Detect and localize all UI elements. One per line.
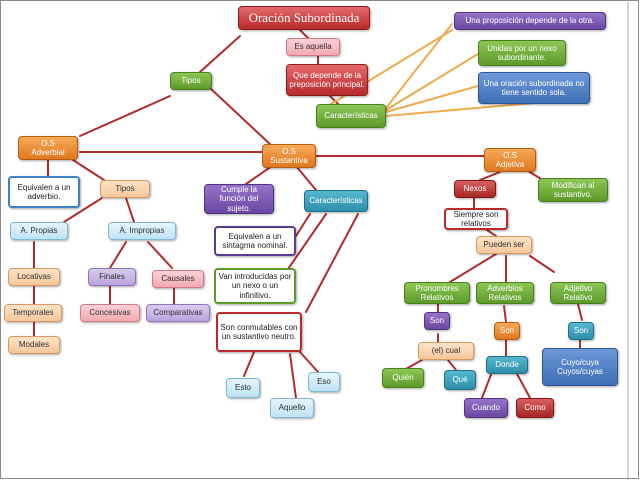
- edge: [317, 29, 453, 113]
- node-nexos: Nexos: [454, 180, 496, 198]
- edge: [295, 165, 317, 191]
- edge: [447, 359, 457, 371]
- node-sin-sentido: Una oración subordinada no tiene sentido…: [478, 72, 590, 104]
- node-unidas-nexo: Unidas por un nexo subordinante.: [478, 40, 566, 66]
- edge: [109, 241, 127, 269]
- node-pronombres-relativos: Pronombres Relativos: [404, 282, 470, 304]
- node-os-sustantiva: O.S Sustantiva: [262, 144, 316, 168]
- node-comparativas: Comparativas: [146, 304, 210, 322]
- node-aquello: Aquello: [270, 398, 314, 418]
- edge: [481, 371, 493, 399]
- edge: [299, 351, 319, 373]
- node-tipos-adverbial: Tipos: [100, 180, 150, 198]
- edge: [305, 213, 359, 313]
- edge: [515, 371, 531, 399]
- node-os-adverbial: O.S Adverbial: [18, 136, 78, 160]
- node-eso: Eso: [308, 372, 340, 392]
- edge: [79, 95, 171, 137]
- node-causales: Causales: [152, 270, 204, 288]
- node-el-cual: (el) cual: [418, 342, 474, 360]
- node-siempre-relativos: Siempre son relativos: [444, 208, 508, 230]
- node-depende-preposicion: Que depende de la preposición principal.: [286, 64, 368, 96]
- node-son-adjetivo: Son: [568, 322, 594, 340]
- node-esto: Esto: [226, 378, 260, 398]
- edge: [385, 23, 453, 109]
- node-modales: Modales: [8, 336, 60, 354]
- node-equivalen-adverbio: Equivalen a un adverbio.: [8, 176, 80, 208]
- node-donde: Donde: [486, 356, 528, 374]
- node-que: Qué: [444, 370, 476, 390]
- edge: [69, 157, 105, 181]
- node-caracteristicas-main: Características: [316, 104, 386, 128]
- edge: [63, 197, 103, 223]
- edge: [577, 303, 583, 321]
- node-locativas: Locativas: [8, 268, 60, 286]
- node-temporales: Temporales: [4, 304, 62, 322]
- node-cuando: Cuando: [464, 398, 508, 418]
- edge: [385, 53, 479, 111]
- node-una-proposicion: Una proposición depende de la otra.: [454, 12, 606, 30]
- node-concesivas: Concesivas: [80, 304, 140, 322]
- node-pueden-ser: Pueden ser: [476, 236, 532, 254]
- node-son-pronombres: Son: [424, 312, 450, 330]
- edge: [209, 87, 273, 147]
- node-son-conmutables: Son conmutables con un sustantivo neutro…: [216, 312, 302, 352]
- node-a-propias: A. Propias: [10, 222, 68, 240]
- edge: [385, 85, 479, 113]
- edge: [479, 171, 501, 181]
- edge: [243, 351, 255, 377]
- diagram-title: Oración Subordinada: [238, 6, 370, 30]
- edge: [295, 213, 311, 237]
- node-adjetivo-relativo: Adjetivo Relativo: [550, 282, 606, 304]
- node-van-introducidas: Van introducidas por un nexo o un infini…: [214, 268, 296, 304]
- edge: [125, 197, 135, 223]
- edge: [449, 253, 497, 283]
- node-quien: Quién: [382, 368, 424, 388]
- node-finales: Finales: [88, 268, 136, 286]
- node-como: Como: [516, 398, 554, 418]
- node-adverbios-relativos: Adverbios Relativos: [476, 282, 534, 304]
- edge: [289, 353, 297, 399]
- edge: [529, 255, 555, 273]
- node-es-aquella: Es aquella: [286, 38, 340, 56]
- edge: [199, 35, 241, 73]
- node-os-adjetiva: O.S Adjetiva: [484, 148, 536, 172]
- node-modifican: Modifican al sustantivo.: [538, 178, 608, 202]
- edge: [147, 241, 173, 269]
- edge: [245, 165, 273, 185]
- edge: [503, 305, 507, 323]
- node-caracteristicas-sustantiva: Características: [304, 190, 368, 212]
- node-cumple-funcion: Cumple la función del sujeto.: [204, 184, 274, 214]
- edge: [285, 213, 327, 273]
- node-tipos-main: Tipos: [170, 72, 212, 90]
- node-son-adverbios: Son: [494, 322, 520, 340]
- node-equivalen-sintagma: Equivalen a un sintagma nominal.: [214, 226, 296, 256]
- node-cuyo-cuya: Cuyo/cuya Cuyos/cuyas: [542, 348, 618, 386]
- node-a-impropias: A. Impropias: [108, 222, 176, 240]
